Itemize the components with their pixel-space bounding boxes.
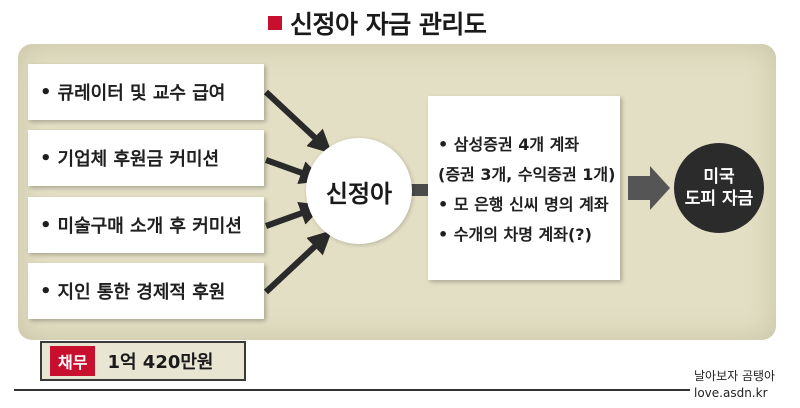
title-text: 신정아 자금 관리도 [290,10,487,39]
arrow-source-3 [264,201,324,229]
source-label: 미술구매 소개 후 커미션 [57,216,242,237]
debt-value: 1억 420만원 [107,352,214,373]
accounts-box: • 삼성증권 4개 계좌 (증권 3개, 수익증권 1개) • 모 은행 신씨 … [428,96,620,280]
arrow-source-1 [263,89,333,154]
source-box-acquaintance-support: • 지인 통한 경제적 후원 [28,263,264,319]
destination-line-2: 도피 자금 [684,189,754,209]
source-label: 기업체 후원금 커미션 [57,149,220,170]
destination-circle: 미국 도피 자금 [674,143,764,233]
source-label: 지인 통한 경제적 후원 [57,282,226,303]
arrow-to-destination [628,166,670,210]
source-box-art-commission: • 미술구매 소개 후 커미션 [28,197,264,253]
watermark-line-1: 날아보자 곰탱아 [694,369,776,383]
account-line: (증권 3개, 수익증권 1개) [438,165,616,184]
source-box-corporate-commission: • 기업체 후원금 커미션 [28,130,264,186]
debt-box: 채무 1억 420만원 [40,341,246,381]
account-line: • 모 은행 신씨 명의 계좌 [438,195,609,214]
title-square-icon [268,16,282,30]
watermark-line-2: love.asdn.kr [694,386,768,400]
connector-hub-accounts [410,184,430,196]
debt-label: 채무 [50,346,96,376]
baseline-divider [14,389,690,391]
hub-circle: 신정아 [306,138,412,244]
account-line: • 삼성증권 4개 계좌 [438,135,580,154]
watermark: 날아보자 곰탱아 love.asdn.kr [694,368,798,402]
arrow-source-4 [263,230,333,295]
source-box-salary: • 큐레이터 및 교수 급여 [28,64,264,120]
source-label: 큐레이터 및 교수 급여 [57,83,226,104]
account-line: • 수개의 차명 계좌(?) [438,225,592,244]
diagram-title: 신정아 자금 관리도 [268,6,487,40]
destination-line-1: 미국 [703,167,735,187]
